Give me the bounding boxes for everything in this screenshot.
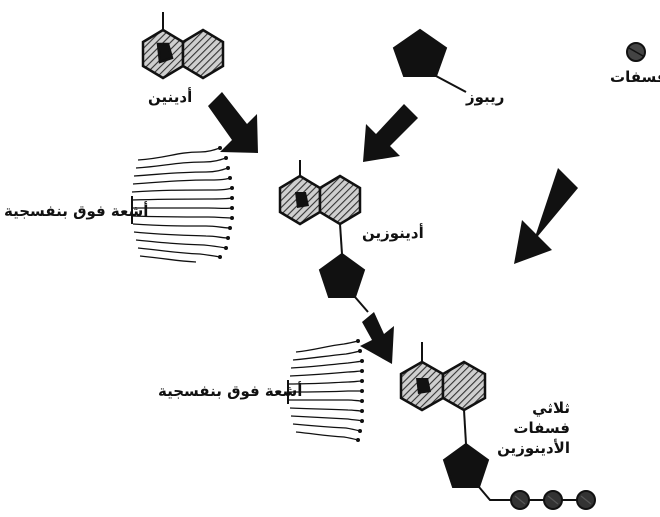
phosphate-molecule-icon	[626, 42, 646, 62]
atp-molecule-icon	[399, 342, 596, 510]
uv-rays-top-icon	[131, 147, 233, 263]
arrow-adenine-to-adenosine-icon	[208, 92, 258, 153]
atp-label-line1: ثلاثي فسفات	[513, 399, 570, 437]
uv-top-label: أشعة فوق بنفسجية	[4, 202, 149, 220]
uv-rays-bottom-icon	[287, 340, 363, 441]
atp-label: ثلاثي فسفات الأدينوزين	[478, 398, 570, 458]
ribose-label: ريبوز	[466, 88, 505, 106]
atp-label-line2: الأدينوزين	[497, 439, 570, 457]
phosphate-label: فسفات	[610, 68, 660, 86]
uv-rays-bottom-dots	[356, 339, 364, 442]
uv-bottom-label: أشعة فوق بنفسجية	[158, 382, 303, 400]
adenosine-molecule-icon	[278, 160, 369, 313]
ribose-molecule-icon	[392, 28, 467, 93]
uv-rays-top-dots	[218, 146, 234, 259]
adenosine-label: أدينوزين	[362, 224, 424, 242]
arrow-adenosine-to-atp-icon	[360, 312, 394, 364]
arrow-ribose-to-adenosine-icon	[363, 104, 418, 162]
adenine-molecule-icon	[141, 12, 225, 80]
adenine-label: أدينين	[148, 88, 193, 106]
arrow-phosphate-to-atp-icon	[514, 168, 578, 264]
